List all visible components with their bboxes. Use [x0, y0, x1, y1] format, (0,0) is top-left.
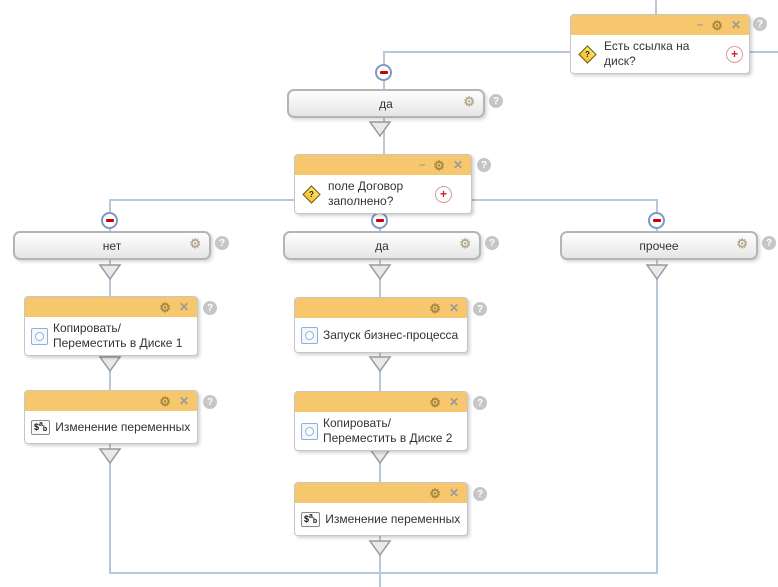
- help-icon[interactable]: ?: [489, 94, 503, 108]
- block-header: – ⚙ ✕: [295, 155, 471, 175]
- help-icon[interactable]: ?: [477, 158, 491, 172]
- block-header: ⚙ ✕: [295, 483, 467, 503]
- action-block-start-bp[interactable]: ⚙ ✕ Запуск бизнес-процесса: [294, 297, 468, 353]
- connector-line: [109, 572, 658, 574]
- condition-block-disk-link[interactable]: – ⚙ ✕ ? Есть ссылка на диск? +: [570, 14, 750, 74]
- block-header: ⚙ ✕: [295, 392, 467, 412]
- settings-gear-icon[interactable]: ⚙: [429, 485, 441, 501]
- branch-label-no[interactable]: нет ⚙: [13, 231, 211, 260]
- branch-label-top-yes[interactable]: да ⚙: [287, 89, 485, 118]
- branch-text: прочее: [639, 238, 679, 253]
- action-block-copy-disk1[interactable]: ⚙ ✕ Копировать/Переместить в Диске 1: [24, 296, 198, 356]
- minimize-icon[interactable]: –: [697, 18, 704, 31]
- condition-icon: ?: [302, 184, 321, 204]
- connector-line: [747, 51, 778, 53]
- action-title: Запуск бизнес-процесса: [323, 327, 459, 342]
- close-icon[interactable]: ✕: [448, 301, 459, 315]
- close-icon[interactable]: ✕: [448, 395, 459, 409]
- close-icon[interactable]: ✕: [730, 18, 741, 32]
- connector-line: [655, 0, 657, 14]
- help-icon[interactable]: ?: [762, 236, 776, 250]
- action-title: Изменение переменных: [325, 511, 461, 526]
- activity-icon: [301, 422, 318, 440]
- minimize-icon[interactable]: –: [419, 158, 426, 171]
- connector-line: [379, 532, 381, 587]
- arrow-down-icon: [368, 356, 392, 373]
- close-icon[interactable]: ✕: [452, 158, 463, 172]
- branch-text: да: [375, 238, 389, 253]
- activity-icon: [31, 327, 48, 345]
- settings-gear-icon[interactable]: ⚙: [459, 236, 471, 251]
- settings-gear-icon[interactable]: ⚙: [159, 393, 171, 409]
- connector-line: [656, 255, 658, 574]
- action-title: Изменение переменных: [55, 419, 191, 434]
- arrow-down-icon: [98, 448, 122, 465]
- branch-text: да: [379, 96, 393, 111]
- arrow-down-icon: [98, 264, 122, 281]
- condition-title: поле Договор заполнено?: [328, 179, 404, 208]
- help-icon[interactable]: ?: [473, 487, 487, 501]
- connector-line: [384, 51, 571, 53]
- help-icon[interactable]: ?: [473, 302, 487, 316]
- collapse-branch-icon[interactable]: [375, 64, 392, 81]
- action-title: Копировать/Переместить в Диске 2: [323, 416, 453, 445]
- block-header: – ⚙ ✕: [571, 15, 749, 35]
- arrow-down-icon: [368, 264, 392, 281]
- arrow-down-icon: [645, 264, 669, 281]
- help-icon[interactable]: ?: [203, 301, 217, 315]
- branch-label-other[interactable]: прочее ⚙: [560, 231, 758, 260]
- settings-gear-icon[interactable]: ⚙: [433, 157, 445, 173]
- action-title: Копировать/Переместить в Диске 1: [53, 321, 183, 350]
- help-icon[interactable]: ?: [753, 17, 767, 31]
- help-icon[interactable]: ?: [215, 236, 229, 250]
- branch-label-yes[interactable]: да ⚙: [283, 231, 481, 260]
- add-branch-icon[interactable]: +: [726, 45, 743, 63]
- settings-gear-icon[interactable]: ⚙: [463, 94, 475, 109]
- block-header: ⚙ ✕: [295, 298, 467, 318]
- close-icon[interactable]: ✕: [178, 300, 189, 314]
- close-icon[interactable]: ✕: [178, 394, 189, 408]
- collapse-branch-icon[interactable]: [101, 212, 118, 229]
- help-icon[interactable]: ?: [473, 396, 487, 410]
- connector-line: [383, 113, 385, 156]
- branch-text: нет: [102, 238, 122, 253]
- condition-title: Есть ссылка на диск?: [604, 39, 690, 68]
- add-branch-icon[interactable]: +: [435, 185, 452, 203]
- settings-gear-icon[interactable]: ⚙: [159, 299, 171, 315]
- arrow-down-icon: [368, 540, 392, 557]
- help-icon[interactable]: ?: [485, 236, 499, 250]
- action-block-copy-disk2[interactable]: ⚙ ✕ Копировать/Переместить в Диске 2: [294, 391, 468, 451]
- settings-gear-icon[interactable]: ⚙: [429, 300, 441, 316]
- condition-icon: ?: [578, 44, 597, 64]
- help-icon[interactable]: ?: [203, 395, 217, 409]
- collapse-branch-icon[interactable]: [371, 212, 388, 229]
- settings-gear-icon[interactable]: ⚙: [711, 17, 723, 33]
- connector-line: [109, 440, 111, 574]
- arrow-down-icon: [368, 121, 392, 138]
- arrow-down-icon: [98, 356, 122, 373]
- activity-icon: [301, 326, 318, 344]
- block-header: ⚙ ✕: [25, 297, 197, 317]
- collapse-branch-icon[interactable]: [648, 212, 665, 229]
- block-header: ⚙ ✕: [25, 391, 197, 411]
- settings-gear-icon[interactable]: ⚙: [429, 394, 441, 410]
- condition-block-contract-filled[interactable]: – ⚙ ✕ ? поле Договор заполнено? +: [294, 154, 472, 214]
- settings-gear-icon[interactable]: ⚙: [736, 236, 748, 251]
- settings-gear-icon[interactable]: ⚙: [189, 236, 201, 251]
- close-icon[interactable]: ✕: [448, 486, 459, 500]
